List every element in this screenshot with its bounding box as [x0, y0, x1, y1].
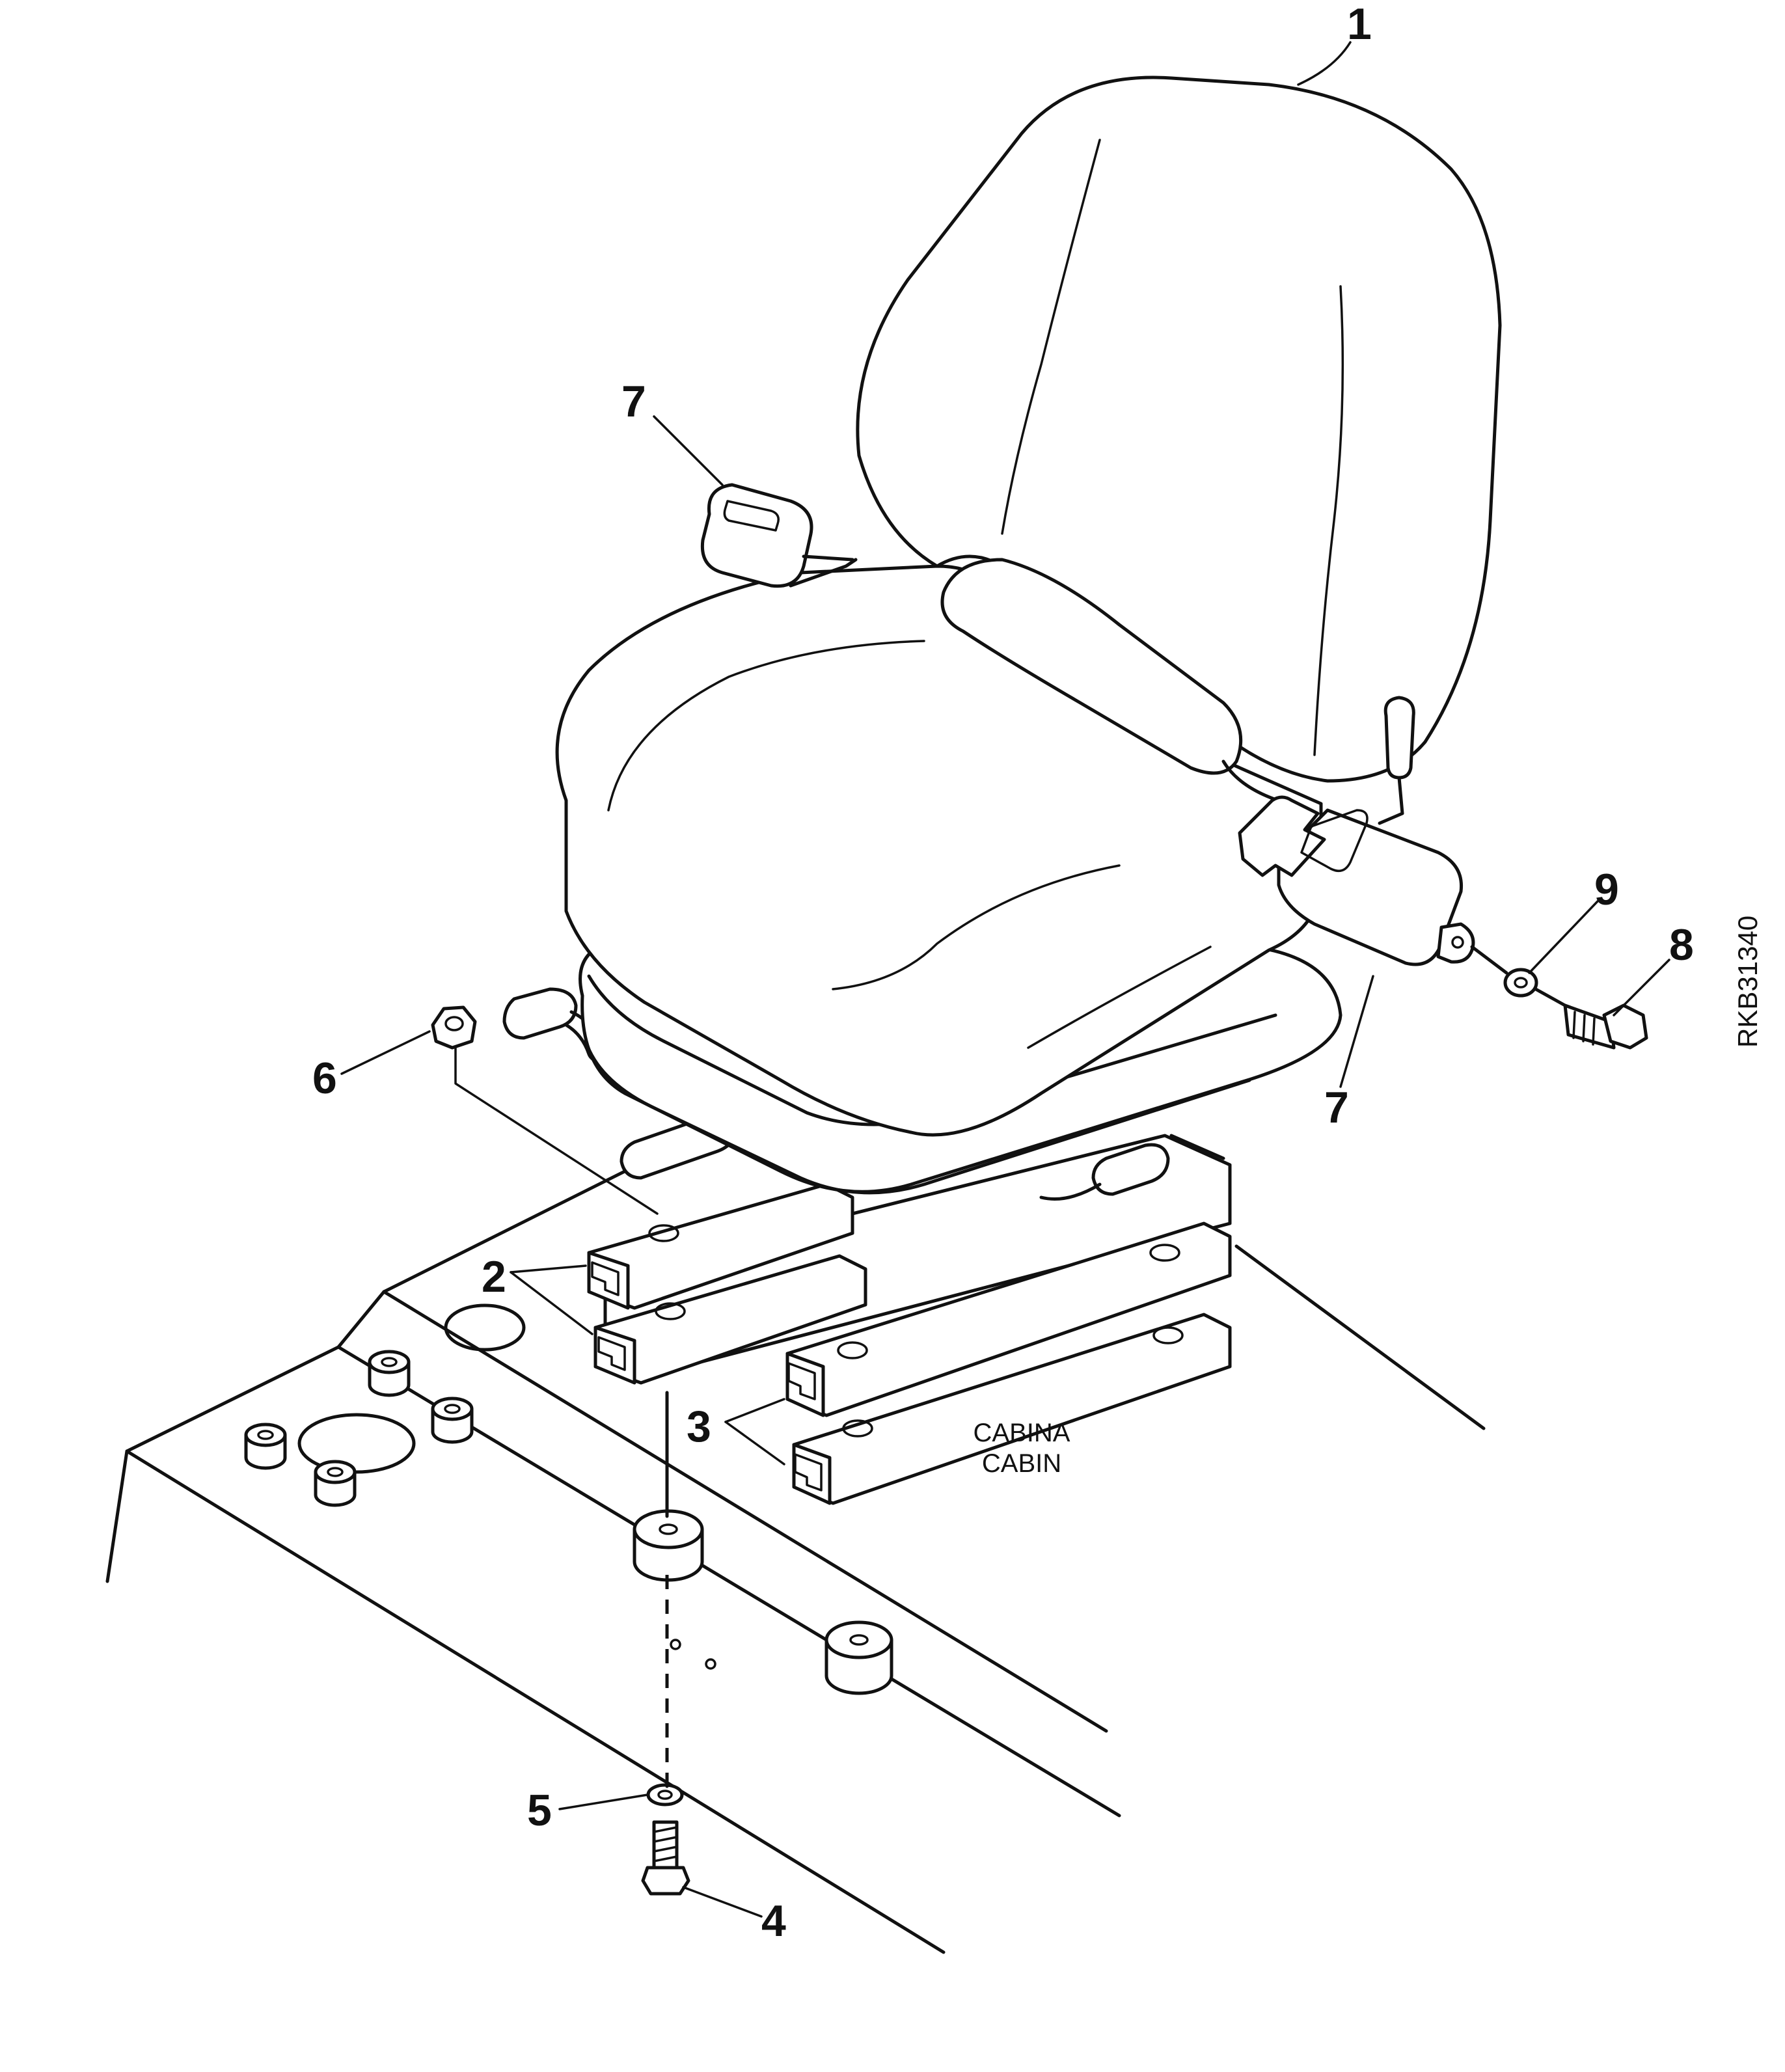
slide-lever-right: [1039, 1143, 1170, 1201]
area-label-line-2: CABIN: [982, 1449, 1061, 1478]
floor-bushing: [314, 1460, 357, 1507]
callout-7-left: 7: [621, 377, 646, 426]
floor-bushing: [431, 1397, 474, 1444]
seat-belt-buckle: [700, 483, 858, 588]
floor-bushing-large: [824, 1620, 893, 1695]
callout-8: 8: [1669, 920, 1694, 970]
reference-code: RKB31340: [1732, 916, 1763, 1048]
cabin-area-label: CABINA CABIN: [974, 1419, 1070, 1478]
callout-4: 4: [761, 1896, 786, 1946]
leader-lines: [340, 41, 1670, 1918]
floor-bolt: [641, 1820, 690, 1896]
lower-rails: [785, 1221, 1232, 1505]
upper-rails: [587, 1182, 867, 1385]
floor-spacer: [633, 1509, 704, 1582]
callout-5: 5: [527, 1786, 552, 1835]
callout-3: 3: [687, 1402, 711, 1451]
callout-labels: 1 7 6 2 3 9 8 7 5 4: [312, 0, 1694, 1946]
callout-2: 2: [482, 1252, 506, 1302]
seat-belt-latch: [1238, 795, 1475, 966]
cab-floor: [105, 1134, 1486, 1954]
callout-7-right: 7: [1324, 1083, 1349, 1132]
floor-bushing: [244, 1423, 287, 1470]
recline-lever: [1378, 696, 1415, 825]
floor-bushing: [368, 1350, 411, 1397]
seat-backrest: [856, 75, 1502, 809]
belt-washer: [1503, 968, 1538, 998]
callout-1: 1: [1347, 0, 1372, 49]
callout-6: 6: [312, 1054, 337, 1103]
callout-9: 9: [1594, 865, 1619, 914]
belt-bolt: [1563, 1003, 1648, 1050]
area-label-line-1: CABINA: [974, 1419, 1070, 1447]
nut: [431, 1005, 477, 1050]
floor-washer: [646, 1783, 684, 1806]
